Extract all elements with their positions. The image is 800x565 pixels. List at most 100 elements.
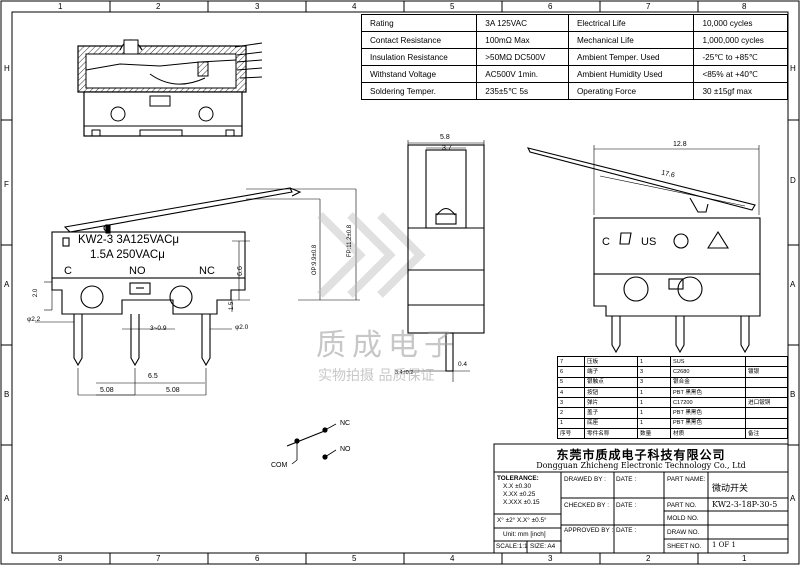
zone-top-7: 7 [646,2,651,11]
parts-cell-qty: 1 [637,386,671,399]
parts-cell-no: 7 [557,355,585,368]
tolerance-2: X.XX ±0.25 [503,491,536,498]
parts-cell-name: 零件名称 [584,428,638,440]
parts-cell-name: 弹片 [584,397,638,409]
approved-by-label: APPROVED BY : [564,527,614,534]
dim-5-8: 5.8 [440,134,450,141]
zone-top-5: 5 [450,2,455,11]
spec-cell-v2: 1,000,000 cycles [693,31,788,49]
zone-right-a: A [790,280,796,289]
spec-cell-k1: Soldering Temper. [360,82,478,100]
zone-bottom-7: 7 [156,554,161,563]
spec-cell-v1: 100mΩ Max [476,31,569,49]
spec-cell-v2: <85% at +40℃ [693,65,788,83]
drawed-by-label: DRAWED BY : [564,476,606,483]
tolerance-label: TOLERANCE: [497,475,539,482]
spec-cell-k2: Mechanical Life [567,31,695,49]
dim-5-08-a: 5.08 [100,387,114,394]
schematic-nc: NC [340,420,351,427]
zone-bottom-4: 4 [450,554,455,563]
parts-cell-no: 6 [557,366,585,378]
parts-cell-qty: 1 [637,417,671,430]
side-view [404,140,485,382]
dim-1-5: 1.5 [229,301,236,311]
part-name-label: PART NAME: [667,476,706,483]
parts-cell-mat: C2680 [670,366,746,378]
parts-cell-name: 压板 [584,355,638,368]
section-view [77,39,263,137]
cert-c-mark: C [602,236,610,248]
schematic-com: COM [271,462,288,469]
terminal-nc-label: NC [199,265,215,277]
title-block-frame [493,443,789,554]
dim-op: OP:9.9±0.8 [312,244,319,276]
spec-cell-v2: 30 ±15gf max [693,82,788,100]
zone-bottom-2: 2 [646,554,651,563]
part-no-value: KW2-3-18P-30-5 [712,500,778,509]
sheet-no-value: 1 OF 1 [712,541,736,549]
dim-3-4: 3.4±0.2 [395,370,414,376]
zone-right-d: D [790,176,796,185]
spec-cell-k1: Rating [360,14,478,32]
right-view [526,145,761,354]
part-name-value: 微动开关 [712,484,749,494]
inner-border [11,11,789,554]
company-name-en: Dongguan Zhicheng Electronic Technology … [536,461,746,470]
parts-cell-qty: 1 [637,355,671,368]
spec-cell-v1: >50MΩ DC500V [476,48,569,66]
dim-3-7: 3.7 [442,145,452,152]
parts-cell-qty: 数量 [637,428,671,440]
dim-fp: FP:11.2±0.8 [347,224,354,258]
parts-cell-mat: SUS [670,355,746,368]
zone-bottom-8: 8 [58,554,63,563]
zone-top-2: 2 [156,2,161,11]
zone-bottom-5: 5 [352,554,357,563]
zone-left-h: H [4,64,10,73]
parts-cell-no: 2 [557,407,585,419]
zone-top-1: 1 [58,2,63,11]
parts-cell-note: 镀银 [745,366,788,378]
zone-top-8: 8 [742,2,747,11]
parts-cell-qty: 1 [637,407,671,419]
zone-top-6: 6 [548,2,553,11]
parts-cell-mat: C17200 [670,397,746,409]
zone-left-e: B [4,390,10,399]
parts-cell-note [745,355,788,368]
dim-6-6: 6.6 [236,266,244,276]
unit-label: Unit: mm [inch] [503,531,546,538]
spec-cell-k2: Electrical Life [567,14,695,32]
spec-cell-v2: -25℃ to +85℃ [693,48,788,66]
parts-cell-mat: PBT 黑黑色 [670,417,746,430]
front-view [35,187,360,396]
parts-cell-name: 底座 [584,417,638,430]
spec-cell-k1: Withstand Voltage [360,65,478,83]
checked-by-label: CHECKED BY : [564,502,609,509]
parts-cell-note: 备注 [745,428,788,440]
spec-cell-k2: Operating Force [567,82,695,100]
spec-cell-v1: 3A 125VAC [476,14,569,32]
terminal-c-label: C [64,265,72,277]
spec-cell-k1: Contact Resistance [360,31,478,49]
parts-cell-mat: 银合金 [670,376,746,388]
dim-0-4: 0.4 [458,361,468,368]
sheet-no-label: SHEET NO. [667,543,702,550]
zone-top-4: 4 [352,2,357,11]
spec-cell-v2: 10,000 cycles [693,14,788,32]
parts-cell-note [745,417,788,430]
dim-12-8: 12.8 [673,141,687,148]
parts-cell-no: 5 [557,376,585,388]
parts-cell-note [745,386,788,399]
parts-cell-name: 银触点 [584,376,638,388]
zone-right-b: B [790,390,796,399]
